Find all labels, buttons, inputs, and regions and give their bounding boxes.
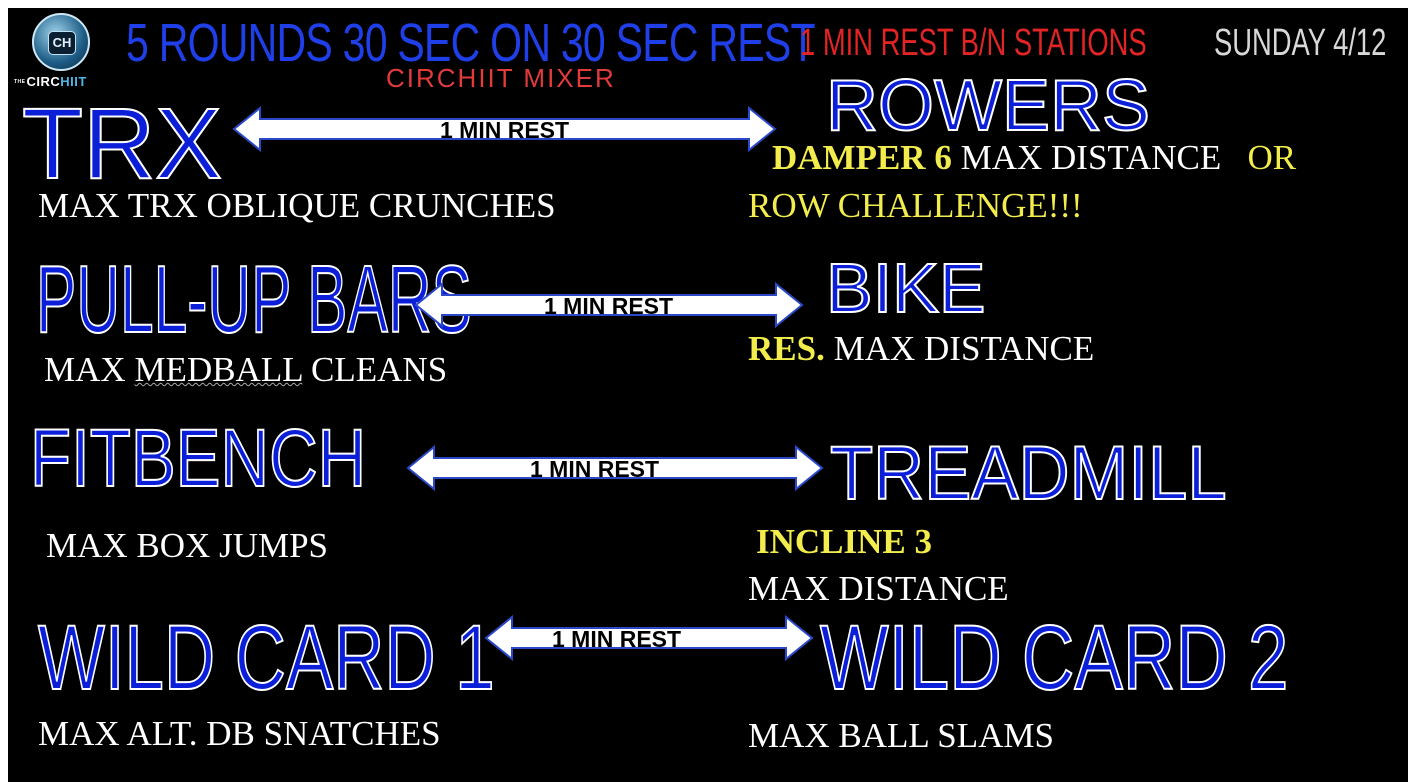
double-arrow-icon bbox=[484, 614, 814, 662]
rest-arrow-label: 1 MIN REST bbox=[552, 626, 682, 652]
header-subtitle: CIRCHIIT MIXER bbox=[386, 63, 616, 93]
header-title: 5 ROUNDS 30 SEC ON 30 SEC REST bbox=[126, 13, 816, 73]
logo-icon: CH bbox=[48, 31, 76, 55]
rowers-setting: DAMPER 6 bbox=[772, 138, 952, 177]
wildcard2-exercise: MAX BALL SLAMS bbox=[748, 716, 1054, 755]
circhiit-logo: CH bbox=[32, 13, 90, 71]
rowers-or: OR bbox=[1247, 138, 1297, 177]
station-title-wild-card-2: WILD CARD 2 bbox=[819, 607, 1289, 709]
double-arrow-icon bbox=[232, 105, 777, 153]
logo-pre: THE bbox=[14, 79, 26, 86]
treadmill-setting: INCLINE 3 bbox=[756, 522, 933, 561]
logo-brand-b: HIIT bbox=[60, 74, 87, 89]
logo-wordmark: THECIRCHIIT bbox=[14, 75, 87, 88]
rest-arrow-3: 1 MIN REST bbox=[406, 444, 824, 492]
station-title-trx: TRX bbox=[21, 88, 223, 200]
bike-line: RES. MAX DISTANCE bbox=[748, 331, 1094, 366]
rest-arrow-label: 1 MIN REST bbox=[440, 117, 570, 143]
double-arrow-icon bbox=[414, 281, 804, 329]
rowers-exercise: MAX DISTANCE bbox=[960, 138, 1222, 177]
rowers-challenge: ROW CHALLENGE!!! bbox=[748, 186, 1083, 225]
station-title-pullup-bars: PULL-UP BARS bbox=[35, 246, 472, 353]
pullup-exercise-b: MEDBALL bbox=[134, 350, 303, 389]
station-title-bike: BIKE bbox=[825, 249, 987, 327]
rest-arrow-label: 1 MIN REST bbox=[530, 456, 660, 482]
pullup-exercise-a: MAX bbox=[44, 350, 126, 389]
fitbench-exercise: MAX BOX JUMPS bbox=[46, 526, 329, 565]
pullup-exercise-c: CLEANS bbox=[311, 350, 448, 389]
station-title-treadmill: TREADMILL bbox=[829, 431, 1228, 516]
header-date: SUNDAY 4/12 bbox=[1214, 22, 1387, 64]
trx-exercise: MAX TRX OBLIQUE CRUNCHES bbox=[38, 186, 556, 225]
treadmill-exercise: MAX DISTANCE bbox=[748, 569, 1009, 608]
header-station-rest: 1 MIN REST B/N STATIONS bbox=[800, 22, 1147, 64]
station-title-wild-card-1: WILD CARD 1 bbox=[37, 607, 495, 709]
wildcard1-exercise: MAX ALT. DB SNATCHES bbox=[38, 714, 441, 753]
rest-arrow-2: 1 MIN REST bbox=[414, 281, 804, 329]
station-title-rowers: ROWERS bbox=[825, 66, 1151, 146]
workout-slide: CH THECIRCHIIT 5 ROUNDS 30 SEC ON 30 SEC… bbox=[8, 8, 1408, 782]
station-title-fitbench: FITBENCH bbox=[29, 413, 367, 504]
rest-arrow-label: 1 MIN REST bbox=[544, 293, 674, 319]
rest-arrow-4: 1 MIN REST bbox=[484, 614, 814, 662]
rowers-line-1: DAMPER 6 MAX DISTANCE OR bbox=[772, 140, 1296, 175]
rest-arrow-1: 1 MIN REST bbox=[232, 105, 777, 153]
bike-setting: RES. bbox=[748, 329, 825, 368]
bike-exercise: MAX DISTANCE bbox=[833, 329, 1095, 368]
logo-brand-a: CIRC bbox=[26, 74, 61, 89]
pullup-exercise: MAX MEDBALL CLEANS bbox=[44, 352, 447, 387]
double-arrow-icon bbox=[406, 444, 824, 492]
